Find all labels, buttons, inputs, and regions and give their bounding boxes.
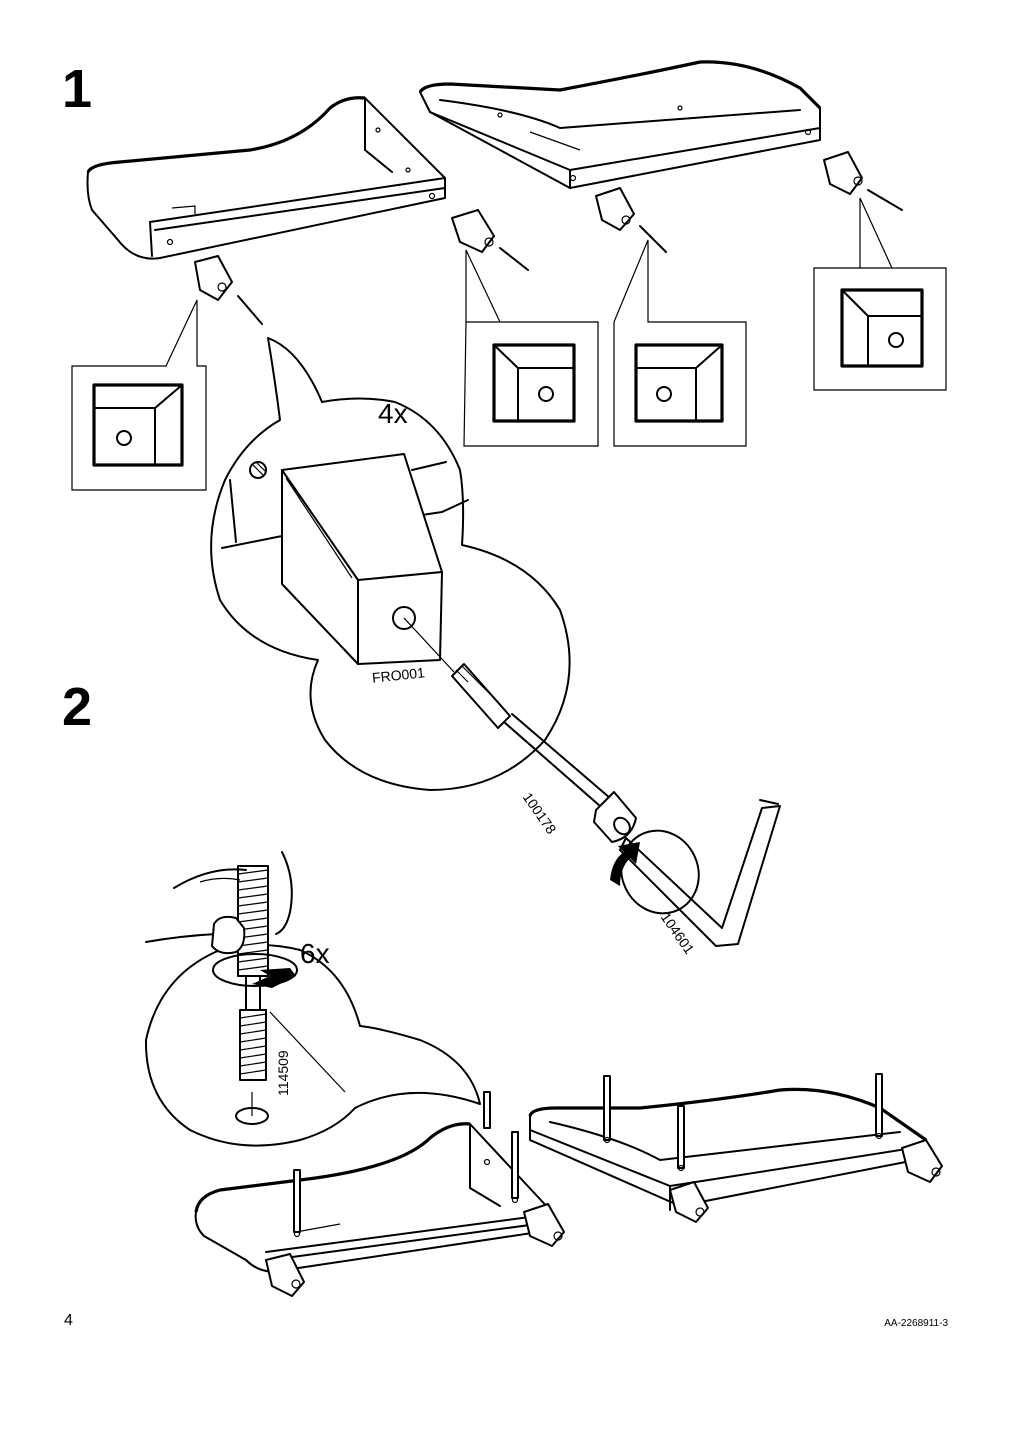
- hand-icon: [145, 851, 293, 955]
- bolt-100178: [403, 617, 637, 843]
- leg-block-2: [451, 209, 529, 271]
- hex-key-104601: [619, 799, 781, 947]
- document-id: AA-2268911-3: [884, 1318, 948, 1329]
- leg-orientation-callout-2: [463, 249, 599, 447]
- leg-block-1: [194, 255, 263, 325]
- rotate-arrow-icon-2: [212, 953, 298, 988]
- armrest-right-step2: [528, 1073, 943, 1223]
- step-number-2: 2: [62, 677, 93, 737]
- rotate-arrow-icon-1: [610, 829, 700, 915]
- step-number-1: 1: [62, 59, 93, 119]
- quantity-label-step1: 4x: [378, 398, 408, 429]
- leg-orientation-callout-1: [71, 299, 207, 491]
- armrest-left-step1: [86, 96, 446, 260]
- leg-orientation-callout-4: [813, 197, 947, 391]
- leg-block-4: [823, 151, 903, 211]
- quantity-label-step2: 6x: [300, 938, 330, 969]
- threaded-dowel-114509: [237, 865, 269, 1081]
- leg-orientation-callout-3: [613, 239, 747, 447]
- zoom-callout-step1: [210, 337, 571, 791]
- page-number: 4: [64, 1312, 73, 1329]
- armrest-right-step1: [418, 60, 822, 189]
- part-number-114509: 114509: [275, 1050, 291, 1096]
- armrest-left-step2: [194, 1091, 565, 1297]
- zoom-callout-step2: [144, 944, 481, 1147]
- leg-block-3: [595, 187, 667, 253]
